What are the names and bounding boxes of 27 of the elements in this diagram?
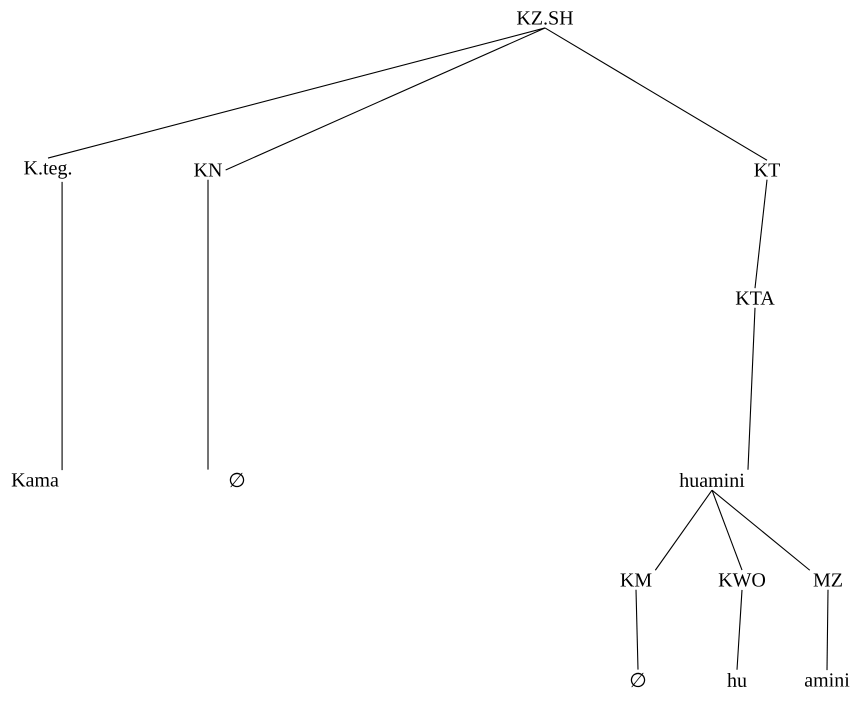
tree-label: MZ <box>814 573 842 587</box>
tree-branch <box>48 27 546 159</box>
tree-branch <box>62 182 63 470</box>
tree-branch <box>635 590 639 670</box>
tree-label: KZ.SH <box>516 11 574 25</box>
tree-label: KT <box>754 163 780 177</box>
tree-branch <box>712 490 810 571</box>
tree-branch <box>225 27 546 170</box>
tree-label: amini <box>804 673 850 687</box>
tree-label: KN <box>194 163 222 177</box>
tree-label: ∅ <box>230 472 244 488</box>
tree-label: ∅ <box>630 672 646 688</box>
tree-branch <box>826 590 829 670</box>
tree-label: huamini <box>679 472 744 488</box>
tree-label: Kama <box>12 473 59 487</box>
tree-label: K.teg. <box>24 161 72 179</box>
tree-label: hu <box>727 672 747 688</box>
tree-branch <box>654 490 712 571</box>
tree-label: KWO <box>718 573 766 587</box>
tree-branch <box>711 490 743 570</box>
tree-label: KTA <box>736 291 775 305</box>
tree-branch <box>754 180 768 288</box>
tree-branch <box>207 180 209 470</box>
tree-label: KM <box>620 573 652 587</box>
tree-branch <box>747 308 756 470</box>
tree-branch <box>544 27 768 161</box>
tree-branch <box>736 590 743 670</box>
